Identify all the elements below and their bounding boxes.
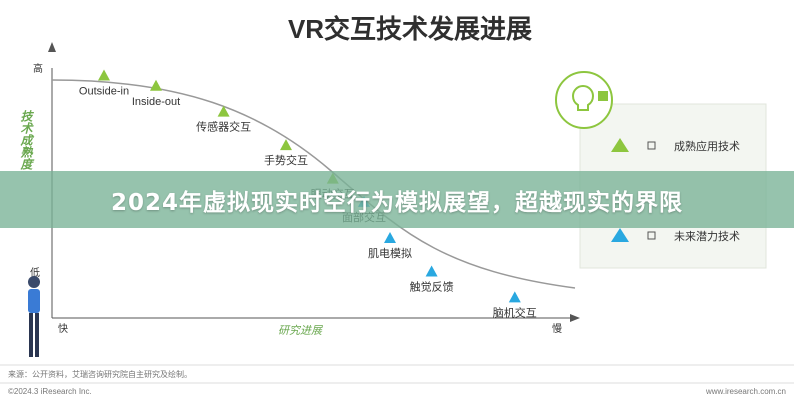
data-point-marker bbox=[280, 139, 292, 151]
x-axis-title: 研究进展 bbox=[278, 324, 323, 337]
data-point-label: Outside-in bbox=[79, 85, 129, 97]
y-axis-high-label: 高 bbox=[33, 62, 43, 75]
page-title: VR交互技术发展进展 bbox=[288, 14, 532, 44]
data-point-marker bbox=[217, 105, 230, 117]
legend-bullet bbox=[647, 141, 656, 150]
legend-label: 未来潜力技术 bbox=[674, 229, 740, 243]
x-axis-slow-label: 慢 bbox=[552, 323, 562, 335]
data-point-marker bbox=[425, 265, 438, 277]
lightbulb-icon bbox=[555, 71, 613, 129]
footer-website: www.iresearch.com.cn bbox=[705, 387, 786, 396]
legend-marker bbox=[611, 228, 629, 242]
data-point-marker bbox=[384, 232, 396, 244]
data-point-marker bbox=[508, 291, 521, 303]
data-point-marker bbox=[98, 69, 110, 81]
data-point-label: 传感器交互 bbox=[196, 120, 251, 134]
headline-banner: 2024年虚拟现实时空行为模拟展望，超越现实的界限 bbox=[0, 171, 794, 228]
y-axis-title: 技术成熟度 bbox=[18, 110, 33, 171]
data-point-label: 肌电模拟 bbox=[368, 246, 412, 260]
footer-source: 来源：公开资料，艾瑞咨询研究院自主研究及绘制。 bbox=[8, 369, 192, 379]
y-axis-arrow-icon bbox=[48, 42, 56, 52]
data-point-label: 脑机交互 bbox=[493, 305, 537, 319]
data-point-marker bbox=[150, 79, 162, 91]
y-axis-low-label: 低 bbox=[30, 266, 40, 279]
data-point-label: 触觉反馈 bbox=[410, 280, 454, 294]
legend-bullet bbox=[647, 231, 656, 240]
x-axis-fast-label: 快 bbox=[58, 323, 68, 335]
data-point-label: 手势交互 bbox=[264, 153, 308, 167]
legend-marker bbox=[611, 138, 629, 152]
x-axis-arrow-icon bbox=[570, 314, 580, 322]
headline-text: 2024年虚拟现实时空行为模拟展望，超越现实的界限 bbox=[110, 189, 683, 216]
person-figure-icon bbox=[28, 276, 40, 357]
legend-label: 成熟应用技术 bbox=[674, 139, 740, 153]
footer-copyright: ©2024.3 iResearch Inc. bbox=[8, 387, 92, 396]
data-point-label: Inside-out bbox=[132, 96, 180, 108]
